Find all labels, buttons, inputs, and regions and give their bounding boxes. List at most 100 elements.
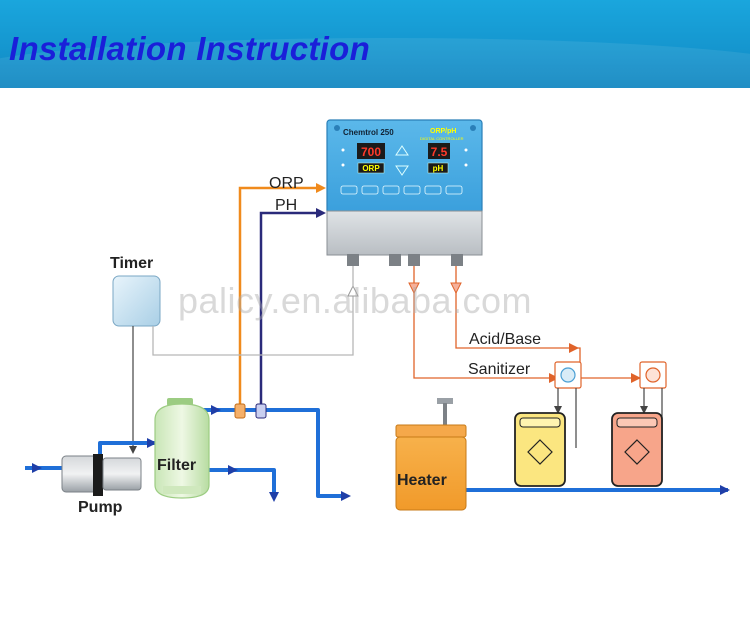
ph-probe: [255, 403, 267, 419]
orp-label: ORP: [269, 175, 304, 192]
ph-tag: pH: [433, 164, 444, 173]
cable-gland: [389, 254, 401, 266]
controller-button: [424, 185, 442, 195]
watermark: palicy.en.alibaba.com: [178, 280, 533, 321]
banner-wave: [0, 38, 750, 88]
pipe-filter-to-heater: [195, 408, 345, 498]
sanitizer-label: Sanitizer: [468, 361, 531, 378]
ph-reading: 7.5: [431, 145, 448, 159]
pump-dial-icon: [560, 367, 576, 383]
ph-sensor-line: [259, 208, 326, 407]
cable-gland: [408, 254, 420, 266]
orp-display: [357, 143, 385, 159]
flow-arrow-icon: [211, 405, 221, 415]
up-arrow-icon: [395, 145, 409, 156]
timer-signal-line: [152, 290, 354, 356]
ph-arrow-icon: [316, 208, 326, 218]
sanitizer-dosing-pump: [554, 361, 582, 448]
flow-arrow-icon: [228, 465, 238, 475]
page-title: Installation Instruction: [9, 30, 371, 67]
orp-tag: ORP: [362, 164, 380, 173]
screw-icon: [470, 125, 476, 131]
pump-dial-icon: [645, 367, 661, 383]
pump-flange: [93, 454, 103, 496]
acid-dose-line: [450, 266, 641, 383]
timer-arrow-icon: [347, 284, 359, 297]
timer-label: Timer: [110, 255, 153, 272]
timer-device: [112, 275, 161, 327]
cable-gland: [451, 254, 463, 266]
heater-knob: [437, 398, 453, 404]
pump-housing: [102, 457, 142, 491]
down-arrow-icon: [395, 165, 409, 176]
acid-base-label: Acid/Base: [469, 331, 541, 348]
led-icon: [464, 163, 468, 167]
filter-tank: [154, 403, 210, 499]
sanitizer-tank-cap: [519, 417, 561, 428]
flow-arrow-icon: [341, 491, 351, 501]
flow-arrows: [32, 405, 730, 502]
pipe-filter-bypass: [207, 468, 276, 492]
sanitizer-arrow-icon: [549, 373, 559, 383]
acid-mid-arrow-icon: [569, 343, 579, 353]
led-icon: [464, 148, 468, 152]
sanitizer-dose-line: [408, 266, 559, 383]
flow-arrow-icon: [147, 438, 157, 448]
controller-subtitle: DIGITAL CONTROLLER: [420, 136, 464, 141]
pump-device: [61, 454, 142, 496]
header-banner: Installation Instruction: [0, 0, 750, 88]
flow-arrow-icon: [269, 492, 279, 502]
controller-button: [403, 185, 421, 195]
filter-device: [154, 398, 210, 499]
orp-sensor-line: [238, 183, 326, 407]
filter-label: Filter: [157, 457, 196, 474]
controller-buttons: [340, 185, 463, 195]
controller-model: ORP/pH: [430, 128, 456, 135]
controller-housing: [326, 210, 483, 256]
sanitizer-tank-body: [514, 412, 566, 487]
acid-dosing-pump: [639, 361, 667, 448]
filter-base: [163, 486, 201, 494]
sanitizer-tank: [514, 412, 566, 487]
controller-brand: Chemtrol 250: [343, 128, 394, 137]
hazard-diamond-icon: [624, 439, 650, 465]
ph-display: [428, 143, 450, 159]
controller-button: [445, 185, 463, 195]
screw-icon: [334, 125, 340, 131]
acid-tank-cap: [616, 417, 658, 428]
ph-tag-box: [427, 162, 449, 174]
flow-arrow-icon: [720, 485, 730, 495]
orp-reading: 700: [361, 145, 381, 159]
acid-drop-arrow-icon: [450, 282, 462, 295]
pump-label: Pump: [78, 499, 123, 516]
orp-tag-box: [357, 162, 385, 174]
cable-glands: [347, 254, 463, 266]
controller-unit: Chemtrol 250 ORP/pH DIGITAL CONTROLLER 7…: [326, 119, 483, 266]
ph-cable: [259, 211, 318, 407]
heater-body: [395, 436, 467, 511]
acid-arrow-icon: [631, 373, 641, 383]
flow-arrow-icon: [32, 463, 42, 473]
controller-button: [382, 185, 400, 195]
controller-button: [340, 185, 358, 195]
ph-label: PH: [275, 197, 297, 214]
heater-stem: [443, 403, 447, 425]
acid-feed-line: [455, 266, 640, 379]
controller-button: [361, 185, 379, 195]
sanitizer-feed-line: [413, 266, 558, 379]
heater-top: [395, 424, 467, 438]
hazard-diamond-icon: [527, 439, 553, 465]
orp-probe: [234, 403, 246, 419]
led-icon: [341, 163, 345, 167]
acid-tank: [611, 412, 663, 487]
sensor-fittings: [234, 403, 267, 419]
heater-label: Heater: [397, 472, 447, 489]
pump-motor: [61, 455, 99, 493]
acid-tank-body: [611, 412, 663, 487]
cable-gland: [347, 254, 359, 266]
heater-device: [395, 398, 467, 511]
led-icon: [341, 148, 345, 152]
orp-cable: [238, 186, 318, 407]
sanitizer-drop-arrow-icon: [408, 282, 420, 295]
